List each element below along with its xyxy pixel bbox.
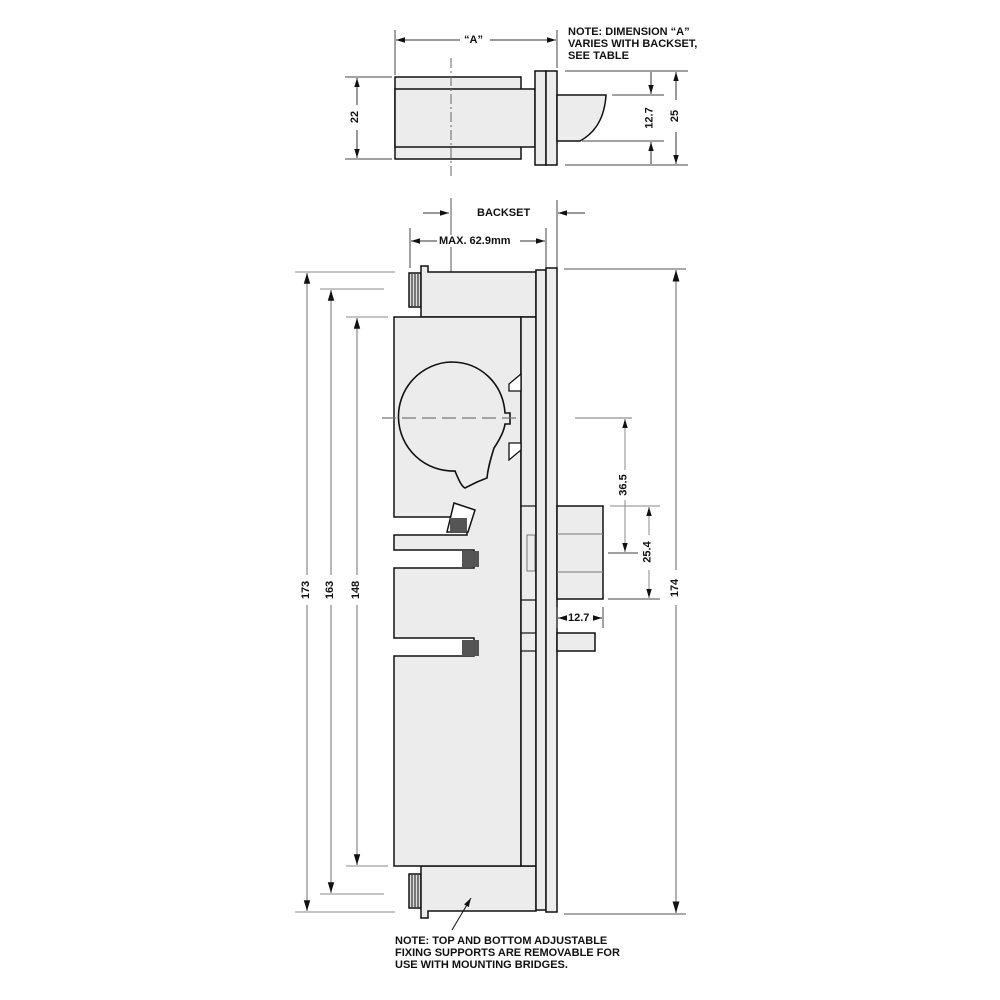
bottom-note-line-1: NOTE: TOP AND BOTTOM ADJUSTABLE bbox=[395, 935, 608, 947]
bottom-note-line-3: USE WITH MOUNTING BRIDGES. bbox=[395, 959, 568, 971]
top-view bbox=[345, 30, 688, 178]
dim-36-5-label: 36.5 bbox=[617, 473, 630, 497]
top-note: NOTE: DIMENSION “A” VARIES WITH BACKSET,… bbox=[568, 26, 697, 62]
backset-label: BACKSET bbox=[477, 207, 531, 219]
dim-173-label: 173 bbox=[300, 579, 313, 601]
top-note-line-2: VARIES WITH BACKSET, bbox=[568, 38, 698, 50]
dim-a-label: “A” bbox=[462, 34, 485, 46]
top-note-line-1: NOTE: DIMENSION “A” bbox=[568, 26, 690, 38]
dim-25-label: 25 bbox=[669, 108, 682, 124]
dim-12-7-top-label: 12.7 bbox=[643, 106, 656, 130]
side-view bbox=[295, 198, 686, 931]
bottom-note: NOTE: TOP AND BOTTOM ADJUSTABLE FIXING S… bbox=[395, 935, 620, 971]
dim-25-4-label: 25.4 bbox=[641, 540, 654, 564]
max-depth-label: MAX. 62.9mm bbox=[437, 235, 513, 247]
dim-148-label: 148 bbox=[350, 579, 363, 601]
dim-12-7-side-label: 12.7 bbox=[568, 612, 590, 624]
dim-22-label: 22 bbox=[349, 109, 362, 125]
dim-163-label: 163 bbox=[324, 579, 337, 601]
dim-174-label: 174 bbox=[669, 577, 682, 599]
bottom-note-line-2: FIXING SUPPORTS ARE REMOVABLE FOR bbox=[395, 947, 620, 959]
top-note-line-3: SEE TABLE bbox=[568, 50, 629, 62]
